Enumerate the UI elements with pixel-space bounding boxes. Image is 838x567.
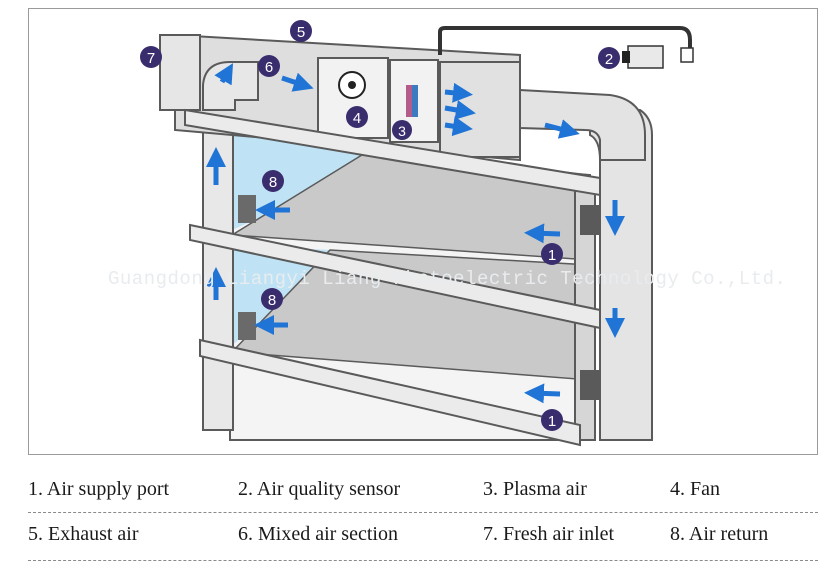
- svg-text:3: 3: [398, 123, 406, 139]
- marker-8-upper: 8: [262, 170, 284, 192]
- fan-hub: [348, 81, 356, 89]
- marker-1-upper: 1: [541, 243, 563, 265]
- marker-2: 2: [598, 47, 620, 69]
- svg-text:1: 1: [548, 413, 556, 430]
- supply-diffuser-upper: [580, 205, 600, 235]
- legend-divider-1: [28, 512, 818, 513]
- legend-exhaust-air: 5. Exhaust air: [28, 523, 139, 545]
- air-quality-sensor-icon: [622, 45, 694, 69]
- sensor-cable: [438, 26, 692, 55]
- svg-text:5: 5: [297, 24, 305, 41]
- marker-5: 5: [290, 20, 312, 42]
- supply-diffuser-lower: [580, 370, 600, 400]
- marker-6: 6: [258, 55, 280, 77]
- marker-3: 3: [392, 120, 412, 140]
- svg-text:8: 8: [269, 174, 277, 191]
- legend-plasma-air: 3. Plasma air: [483, 478, 587, 500]
- svg-text:6: 6: [265, 59, 273, 76]
- plasma-icon: [406, 85, 418, 117]
- svg-text:8: 8: [268, 292, 276, 309]
- duct-elbow-right: [519, 88, 646, 161]
- marker-4: 4: [346, 106, 368, 128]
- legend-air-return: 8. Air return: [670, 523, 769, 545]
- legend-fan: 4. Fan: [670, 478, 720, 500]
- beam-top: [184, 108, 601, 197]
- watermark: Guangdong Liangyi Liang Photoelectric Te…: [108, 268, 787, 290]
- return-grille-upper: [238, 195, 256, 223]
- marker-8-lower: 8: [261, 288, 283, 310]
- return-grille-lower: [238, 312, 256, 340]
- legend-row-1: 1. Air supply port 2. Air quality sensor…: [28, 478, 818, 508]
- legend-mixed-air-section: 6. Mixed air section: [238, 523, 398, 545]
- hvac-diagram: 7 6 5 4 3 2 8 8 1 1: [140, 20, 694, 447]
- marker-1-lower: 1: [541, 409, 563, 431]
- legend-divider-2: [28, 560, 818, 561]
- legend-fresh-air-inlet: 7. Fresh air inlet: [483, 523, 615, 545]
- beam-middle: [189, 223, 601, 330]
- svg-text:7: 7: [147, 50, 155, 67]
- marker-7: 7: [140, 46, 162, 68]
- legend-air-quality-sensor: 2. Air quality sensor: [238, 478, 401, 500]
- svg-text:4: 4: [353, 110, 361, 127]
- beam-bottom: [199, 338, 581, 447]
- svg-text:2: 2: [605, 51, 613, 68]
- svg-text:1: 1: [548, 247, 556, 264]
- fresh-air-inlet-duct: [159, 34, 201, 111]
- legend-air-supply-port: 1. Air supply port: [28, 478, 170, 500]
- airflow-arrows: [206, 63, 625, 404]
- right-supply-duct: [589, 109, 653, 441]
- legend-row-2: 5. Exhaust air 6. Mixed air section 7. F…: [28, 523, 818, 553]
